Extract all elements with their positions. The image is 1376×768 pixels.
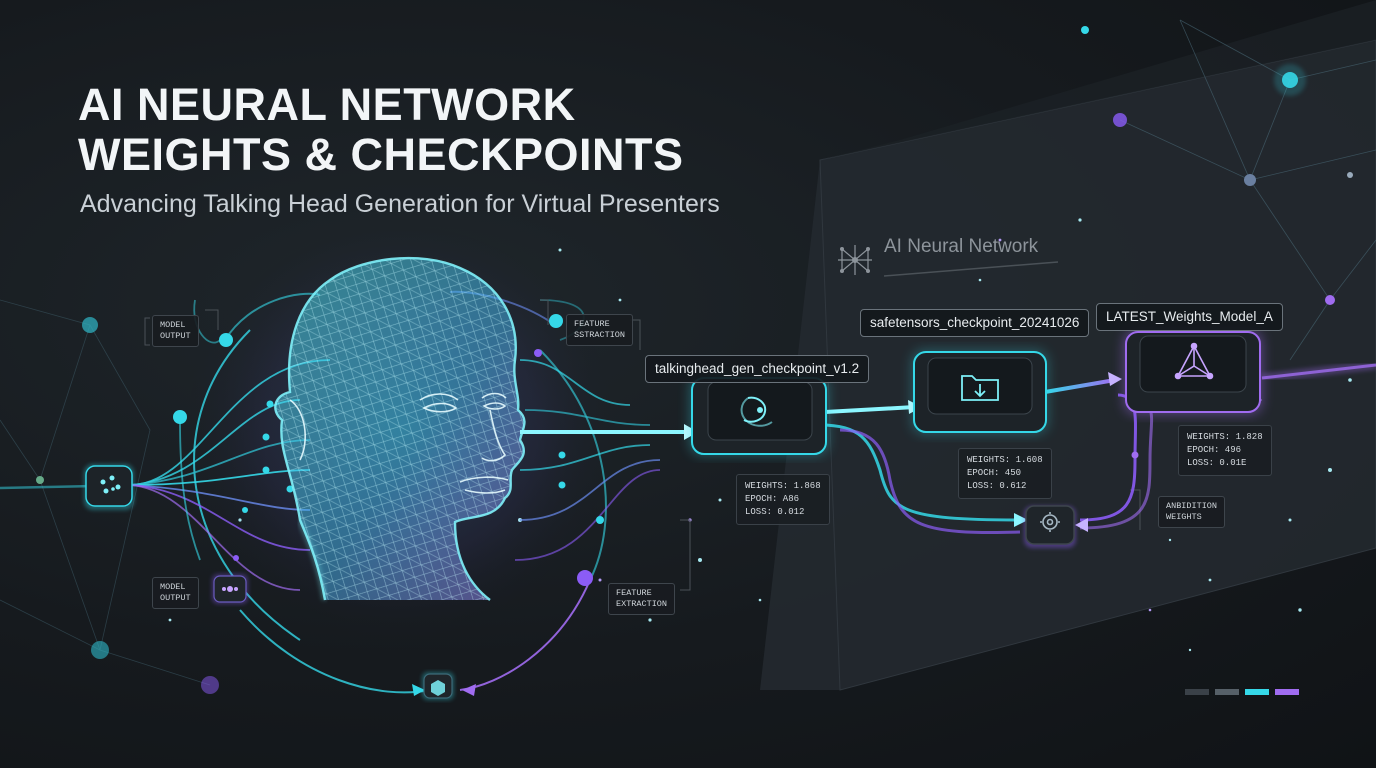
stat-epoch: EPOCH: 450 <box>967 468 1022 478</box>
checkpoint-1-stats: WEIGHTS: 1.868 EPOCH: A86 LOSS: 0.012 <box>736 474 830 525</box>
label-line: MODEL <box>160 320 186 330</box>
model-output-label-bottom: MODEL OUTPUT <box>152 577 199 609</box>
label-line: OUTPUT <box>160 331 191 341</box>
label-line: SSTRACTION <box>574 330 626 340</box>
dots-icon <box>222 586 238 592</box>
checkpoint-1-label[interactable]: talkinghead_gen_checkpoint_v1.2 <box>645 355 870 383</box>
model-output-label-top: MODEL OUTPUT <box>152 315 199 347</box>
label-line: FEATURE <box>574 319 610 329</box>
folder-download-icon <box>961 375 999 401</box>
label-line: ANBIDITION <box>1166 501 1218 511</box>
label-line: WEIGHTS <box>1166 512 1202 522</box>
gear-node[interactable] <box>1024 505 1076 548</box>
swatch-cyan <box>1245 689 1269 695</box>
swatch-purple <box>1275 689 1299 695</box>
cube-icon <box>431 680 445 696</box>
cube-node[interactable] <box>422 672 454 700</box>
loop-icon <box>740 396 773 427</box>
label-line: MODEL <box>160 582 186 592</box>
checkpoint-2-node[interactable] <box>912 350 1048 434</box>
label-line: OUTPUT <box>160 593 191 603</box>
stat-loss: LOSS: 0.012 <box>745 507 805 517</box>
stat-loss: LOSS: 0.612 <box>967 481 1027 491</box>
checkpoint-1-node[interactable] <box>690 375 828 455</box>
feature-extraction-label-bottom: FEATURE EXTRACTION <box>608 583 676 615</box>
network-logo-icon <box>838 245 872 275</box>
checkpoint-3-node[interactable] <box>1124 330 1262 414</box>
stat-epoch: EPOCH: A86 <box>745 494 800 504</box>
checkpoint-2-stats: WEIGHTS: 1.608 EPOCH: 450 LOSS: 0.612 <box>958 448 1052 499</box>
title-line-2: WEIGHTS & CHECKPOINTS <box>78 129 684 180</box>
ambition-weights-label: ANBIDITION WEIGHTS <box>1158 496 1226 528</box>
input-node[interactable] <box>84 464 134 510</box>
checkpoint-2-label[interactable]: safetensors_checkpoint_20241026 <box>860 309 1090 337</box>
label-line: EXTRACTION <box>616 599 668 609</box>
swatch-gray-dark <box>1185 689 1209 695</box>
network-icon <box>100 475 121 494</box>
dots-node[interactable] <box>212 574 248 604</box>
checkpoint-3-label[interactable]: LATEST_Weights_Model_A <box>1096 303 1283 331</box>
feature-extraction-label-top: FEATURE SSTRACTION <box>566 314 634 346</box>
checkpoint-3-stats: WEIGHTS: 1.828 EPOCH: 496 LOSS: 0.01E <box>1178 425 1272 476</box>
label-line: FEATURE <box>616 588 652 598</box>
stat-weights: WEIGHTS: 1.608 <box>967 455 1043 465</box>
stat-weights: WEIGHTS: 1.868 <box>745 481 821 491</box>
page-subtitle: Advancing Talking Head Generation for Vi… <box>80 190 720 218</box>
title-line-1: AI NEURAL NETWORK <box>78 79 576 130</box>
swatch-gray <box>1215 689 1239 695</box>
stat-epoch: EPOCH: 496 <box>1187 445 1242 455</box>
stat-weights: WEIGHTS: 1.828 <box>1187 432 1263 442</box>
watermark-text: AI Neural Network <box>884 236 1039 257</box>
page-title: AI NEURAL NETWORK WEIGHTS & CHECKPOINTS <box>78 80 684 180</box>
gear-icon <box>1040 512 1060 532</box>
stat-loss: LOSS: 0.01E <box>1187 458 1247 468</box>
triangle-network-icon <box>1174 342 1214 380</box>
